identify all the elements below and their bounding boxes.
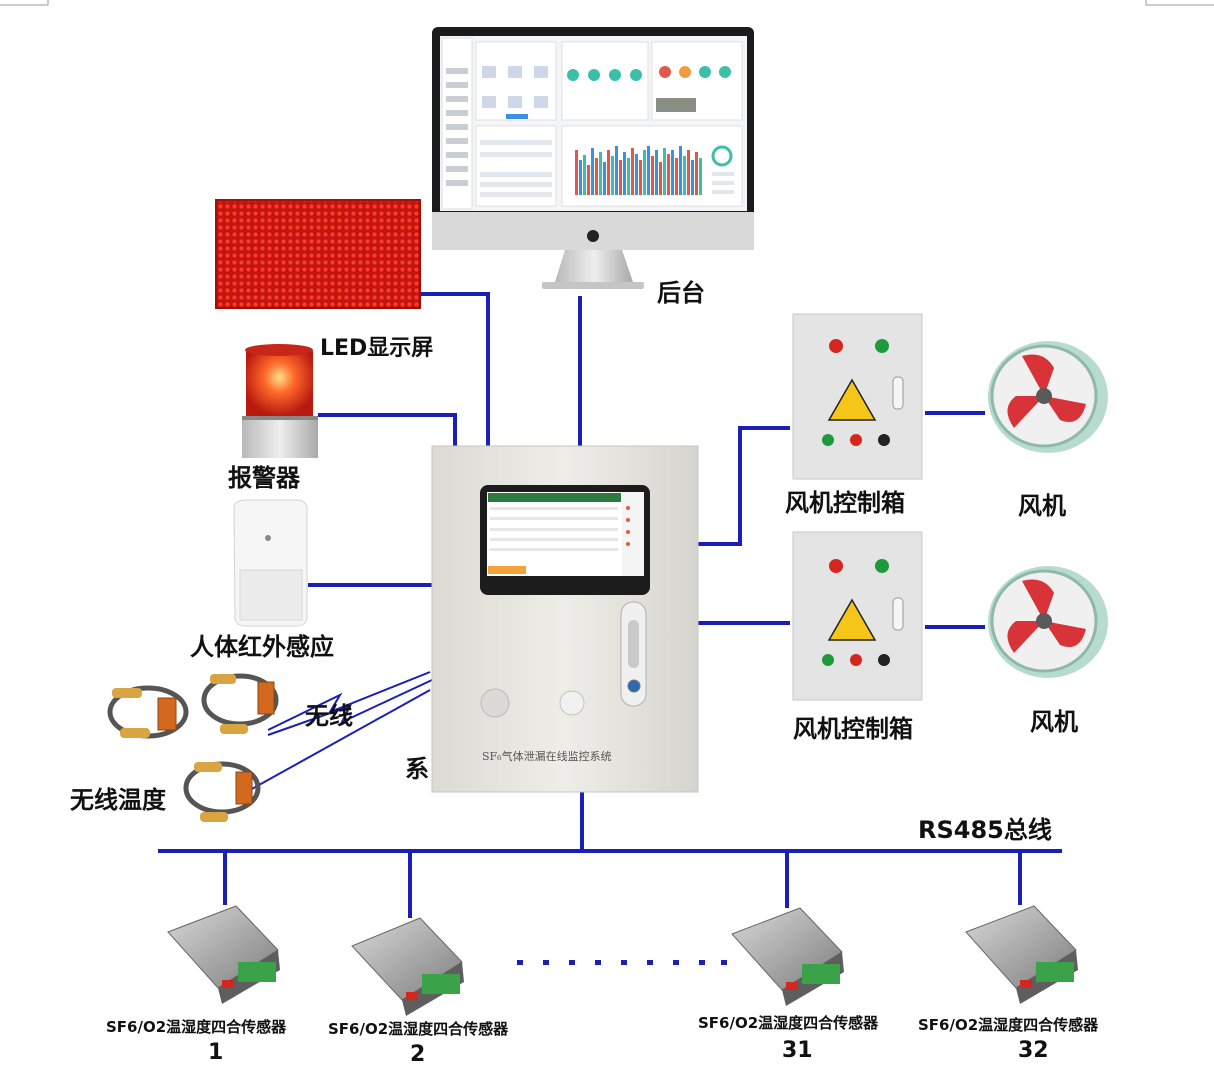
- led-display-screen: [215, 199, 421, 309]
- pir-window: [559, 690, 585, 716]
- alarm-beacon: [242, 344, 318, 458]
- sensor-31-number: 31: [782, 1038, 813, 1063]
- wireless-label: 无线: [305, 702, 353, 730]
- wires: [158, 292, 1062, 918]
- wire-led: [420, 292, 490, 446]
- wire-alarm: [318, 413, 457, 446]
- fan-control-box-1: [792, 313, 923, 480]
- temp-ring-2: [201, 673, 279, 734]
- sensor-device-2: [351, 917, 464, 1016]
- sensor-32-label: SF6/O2温湿度四合传感器: [918, 1016, 1099, 1034]
- fan-1-label: 风机: [1018, 492, 1066, 520]
- sensor-1-number: 1: [208, 1040, 224, 1065]
- sensor-31-label: SF6/O2温湿度四合传感器: [698, 1014, 879, 1032]
- cabinet-title: SF₆气体泄漏在线监控系统: [482, 750, 612, 763]
- backend-monitor: [432, 27, 754, 289]
- fan-box-1-label: 风机控制箱: [785, 489, 905, 517]
- temp-ring-3: [183, 761, 261, 822]
- backend-label: 后台: [657, 279, 705, 307]
- sensor-32-number: 32: [1018, 1038, 1049, 1063]
- pir-label: 人体红外感应: [190, 633, 334, 661]
- fan-2-label: 风机: [1030, 708, 1078, 736]
- pir-motion-sensor: [233, 499, 308, 627]
- warning-triangle-icon: [827, 598, 877, 641]
- speaker-grille: [480, 688, 510, 718]
- main-control-cabinet: [431, 445, 699, 793]
- sensor-device-1: [167, 905, 280, 1004]
- fan-box-2-label: 风机控制箱: [793, 715, 913, 743]
- sensor-2-label: SF6/O2温湿度四合传感器: [328, 1020, 509, 1038]
- wireless-signal-icon: [249, 671, 433, 791]
- sensor-2-number: 2: [410, 1042, 426, 1067]
- system-partial-label: 系: [405, 755, 429, 783]
- apple-logo-icon: [587, 230, 599, 242]
- backend-bar-chart: [575, 146, 702, 195]
- fan-1: [988, 341, 1108, 453]
- led-display-label: LED显示屏: [320, 336, 434, 361]
- wire-fanbox-1: [698, 426, 790, 546]
- backend-dashboard: [441, 37, 743, 210]
- wireless-temp-label: 无线温度: [70, 786, 166, 814]
- wireless-temperature-sensors: [107, 673, 279, 822]
- sensor-device-32: [965, 905, 1078, 1004]
- warning-triangle-icon: [827, 378, 877, 421]
- corner-marks: [0, 0, 1214, 6]
- fan-control-box-2: [792, 531, 923, 701]
- alarm-label: 报警器: [228, 464, 300, 492]
- fan-2: [988, 566, 1108, 678]
- temp-ring-1: [107, 685, 189, 739]
- rs485-bus-label: RS485总线: [918, 816, 1052, 844]
- sensor-1-label: SF6/O2温湿度四合传感器: [106, 1018, 287, 1036]
- ellipsis-dots: [517, 960, 727, 965]
- sensor-device-31: [731, 907, 844, 1006]
